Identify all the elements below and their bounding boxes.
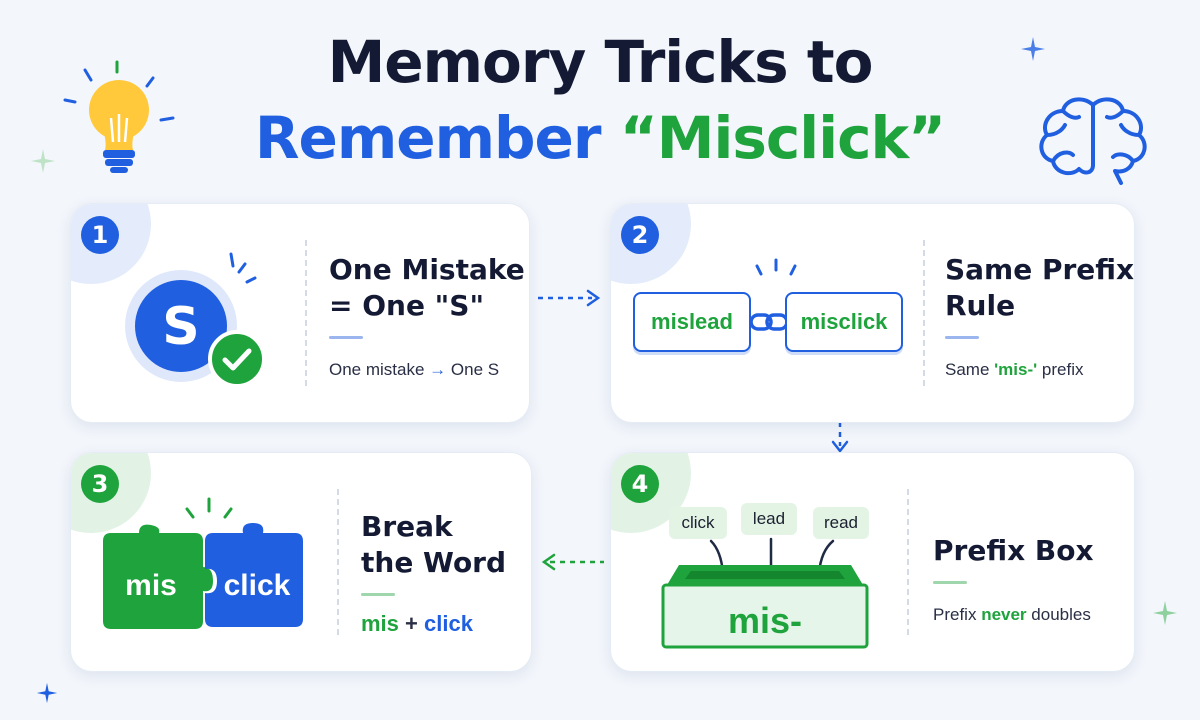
sparkle-icon [1020,36,1046,62]
card-heading-line1: One Mistake [329,253,525,286]
card-heading: Prefix Box [933,534,1094,567]
step-badge: 1 [81,216,119,254]
card-heading: Same Prefix Rule [945,252,1134,324]
subtitle-before: Prefix [933,605,982,624]
checkmark-icon [207,329,267,389]
arrow-left-icon [540,552,606,572]
formula-left: mis [361,611,399,636]
s-letter-icon: S [119,246,269,396]
sparkle-icon [1152,600,1178,626]
card-heading: Break the Word [361,509,506,581]
title-highlight: “Misclick” [619,104,946,172]
subtitle-before: Same [945,360,995,379]
tag-click: click [669,507,727,539]
card-heading: One Mistake = One "S" [329,252,525,324]
card-subtitle: One mistake → One S [329,360,499,380]
box-icon: mis- [655,537,875,653]
card-accent-line [361,593,395,596]
card-heading-line2: = One "S" [329,289,485,322]
step-badge: 3 [81,465,119,503]
spark-lines-icon [181,495,237,521]
arrow-right-icon [536,288,602,308]
card-heading-line2: Rule [945,289,1016,322]
card-break-word: 3 mis click Break the Word mis + click [70,452,532,672]
card-one-mistake: 1 S One Mistake = One "S" One mistake → … [70,203,530,423]
card-same-prefix: 2 mislead misclick Same Prefix Rule Same… [610,203,1135,423]
svg-text:mis-: mis- [728,600,802,641]
subtitle-after: doubles [1026,605,1091,624]
step-badge: 4 [621,465,659,503]
chip-misclick: misclick [785,292,903,352]
tag-lead: lead [741,503,797,535]
arrow-down-icon [830,420,850,454]
sparkle-icon [30,148,56,174]
svg-text:mis: mis [125,569,177,602]
puzzle-icon: mis click [99,523,309,633]
card-accent-line [933,581,967,584]
card-heading-line2: the Word [361,546,507,579]
chain-link-icon [749,310,789,334]
page-title-line1: Memory Tricks to [327,28,874,96]
formula-plus: + [405,611,418,636]
subtitle-highlight: 'mis-' [994,360,1038,379]
brain-icon [1035,95,1155,190]
card-formula: mis + click [361,611,473,637]
card-divider [923,240,925,386]
svg-text:click: click [224,569,291,602]
spark-lines-icon [751,256,801,280]
card-accent-line [329,336,363,339]
card-heading-line1: Break [361,510,453,543]
card-subtitle: Same 'mis-' prefix [945,360,1083,380]
subtitle-highlight: never [981,605,1027,624]
page-title-line2: Remember “Misclick” [0,104,1200,172]
card-divider [337,489,339,635]
card-divider [907,489,909,635]
lightbulb-icon [55,58,185,183]
formula-right: click [424,611,473,636]
sparkle-icon [36,682,58,704]
subtitle-arrow: → [429,360,447,379]
title-prefix: Remember [254,104,620,172]
card-prefix-box: 4 click lead read mis- Prefix Box Prefix… [610,452,1135,672]
subtitle-right: One S [450,360,500,379]
tag-read: read [813,507,869,539]
card-divider [305,240,307,386]
step-badge: 2 [621,216,659,254]
card-accent-line [945,336,979,339]
chip-mislead: mislead [633,292,751,352]
subtitle-after: prefix [1037,360,1084,379]
card-heading-line1: Same Prefix [945,253,1135,286]
svg-text:S: S [162,297,199,357]
card-subtitle: Prefix never doubles [933,605,1091,625]
subtitle-left: One mistake [329,360,425,379]
